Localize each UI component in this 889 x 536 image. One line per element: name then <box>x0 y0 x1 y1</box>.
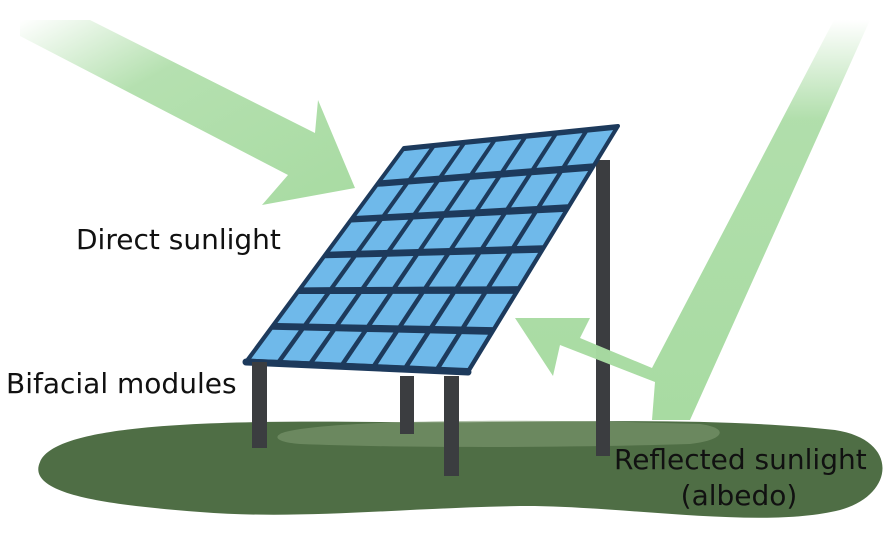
panel-leg-front-right <box>444 376 459 476</box>
panel-cell <box>409 333 457 367</box>
direct-sunlight-arrow <box>20 20 355 205</box>
panel-cell <box>441 334 489 369</box>
panel-cell <box>330 221 378 252</box>
bifacial-modules-label: Bifacial modules <box>6 367 237 400</box>
panel-cell <box>371 293 419 326</box>
panel-leg-front-left <box>252 362 267 448</box>
panel-leg-back-right <box>596 160 610 456</box>
panel-cell <box>542 171 589 206</box>
panel-cell <box>505 136 552 171</box>
panel-cell <box>377 332 425 366</box>
panel-cell <box>251 329 299 360</box>
panel-cell <box>361 219 409 251</box>
panel-cell <box>282 330 331 362</box>
panel-cell <box>429 254 476 287</box>
panel-cell <box>356 184 404 216</box>
panel-cell <box>511 173 558 208</box>
panel-bottom-rail <box>242 358 472 376</box>
panel-cell <box>392 218 440 250</box>
panel-cell <box>516 211 564 247</box>
panel-cell <box>346 331 394 364</box>
panel-cell <box>335 256 383 288</box>
panel-cell <box>413 145 461 178</box>
panel-cell <box>340 293 388 325</box>
panel-cell <box>536 133 583 168</box>
panel-cell <box>397 255 445 287</box>
panel-cell <box>460 253 507 287</box>
bifacial-solar-panel <box>242 124 620 376</box>
panel-cell <box>485 213 533 247</box>
panel-cell <box>480 175 527 210</box>
panel-cell <box>314 331 362 363</box>
panel-cell <box>382 148 430 181</box>
reflected-sunlight-arrow <box>515 20 870 420</box>
panel-cell <box>403 293 451 326</box>
ground-patch <box>38 421 883 518</box>
reflected-sunlight-label-line1: Reflected sunlight <box>614 443 867 476</box>
panel-cell <box>491 252 539 287</box>
panel-cell <box>308 293 357 325</box>
panel-cell <box>449 177 496 211</box>
panel-cell <box>567 130 614 166</box>
panel-cell <box>303 257 352 288</box>
panel-cell <box>418 180 465 213</box>
reflected-sunlight-label: Reflected sunlight (albedo) <box>614 442 867 514</box>
panel-cell <box>466 293 514 328</box>
panel-cell <box>366 256 414 287</box>
panel-cell <box>474 139 522 173</box>
direct-sunlight-label: Direct sunlight <box>76 223 281 256</box>
panel-cell <box>444 142 491 176</box>
panel-cell <box>434 293 482 327</box>
panel-cell <box>277 293 325 324</box>
albedo-label: (albedo) <box>680 479 798 512</box>
panel-cell <box>454 215 502 248</box>
panel-cell <box>423 216 471 249</box>
panel-leg-back-left <box>400 376 414 434</box>
panel-cell <box>387 182 435 215</box>
